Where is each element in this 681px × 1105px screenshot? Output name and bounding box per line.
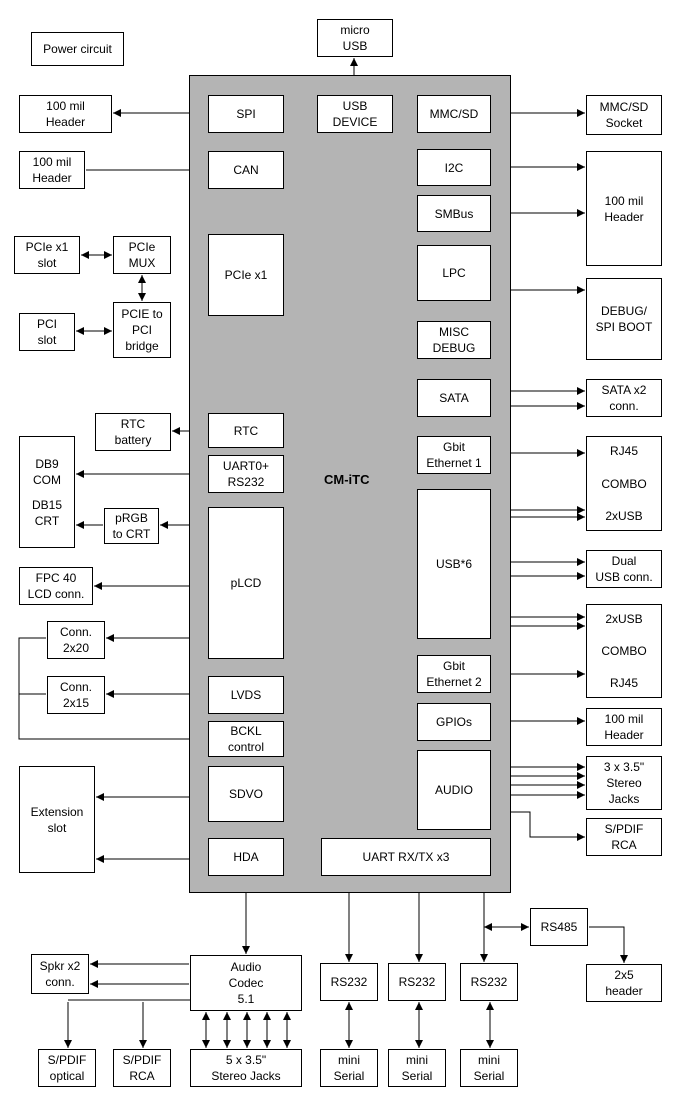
gbit-eth2-box: Gbit Ethernet 2: [417, 655, 491, 693]
plcd-box: pLCD: [208, 507, 284, 659]
header-spi-box: 100 mil Header: [19, 95, 112, 133]
usb-device-box: USB DEVICE: [317, 95, 393, 133]
usb-combo-bottom-line-2: COMBO: [601, 644, 647, 658]
db9-com-label: DB9 COM: [33, 456, 61, 487]
debug-spi-box: DEBUG/ SPI BOOT: [586, 278, 662, 360]
spdif-rca-right-box: S/PDIF RCA: [586, 818, 662, 856]
spdif-rca-bottom-box: S/PDIF RCA: [113, 1049, 171, 1087]
audio-codec-box: Audio Codec 5.1: [190, 955, 302, 1011]
uart0-box: UART0+ RS232: [208, 455, 284, 493]
conn-2x15-box: Conn. 2x15: [47, 676, 105, 714]
rtc-battery-box: RTC battery: [95, 413, 171, 451]
rs232-3-box: RS232: [460, 963, 518, 1001]
smbus-box: SMBus: [417, 195, 491, 232]
rj45-combo-top-line-3: 2xUSB: [605, 509, 643, 523]
power-circuit-box: Power circuit: [31, 32, 124, 66]
spdif-optical-box: S/PDIF optical: [38, 1049, 96, 1087]
usb6-box: USB*6: [417, 489, 491, 639]
sata-box: SATA: [417, 379, 491, 417]
stereo-jacks-bottom-box: 5 x 3.5" Stereo Jacks: [190, 1049, 302, 1087]
db15-crt-label: DB15 CRT: [31, 497, 63, 528]
mini-serial-1-box: mini Serial: [320, 1049, 378, 1087]
rs485-box: RS485: [530, 908, 588, 946]
mmc-sd-box: MMC/SD: [417, 95, 491, 133]
spkr-box: Spkr x2 conn.: [31, 954, 89, 994]
audio-spdif-link: [492, 811, 585, 841]
sata-conn-box: SATA x2 conn.: [586, 379, 662, 417]
i2c-box: I2C: [417, 149, 491, 186]
cm-itc-label: CM-iTC: [324, 472, 370, 487]
pci-slot-box: PCI slot: [19, 313, 75, 351]
header-2x5-box: 2x5 header: [586, 964, 662, 1002]
rtc-box: RTC: [208, 413, 284, 448]
rj45-combo-top-box: RJ45 COMBO 2xUSB: [586, 436, 662, 531]
micro-usb-box: micro USB: [317, 19, 393, 57]
spi-box: SPI: [208, 95, 284, 133]
db9-db15-box: DB9 COM DB15 CRT: [19, 436, 75, 548]
lvds-box: LVDS: [208, 676, 284, 714]
hda-box: HDA: [208, 838, 284, 876]
bckl-box: BCKL control: [208, 721, 284, 757]
rs485-header-link: [589, 926, 628, 963]
misc-debug-box: MISC DEBUG: [417, 321, 491, 359]
fpc40-box: FPC 40 LCD conn.: [19, 567, 93, 605]
dual-usb-box: Dual USB conn.: [586, 550, 662, 588]
rs232-2-box: RS232: [388, 963, 446, 1001]
usb-combo-bottom-line-3: RJ45: [609, 676, 638, 690]
gpios-box: GPIOs: [417, 703, 491, 741]
rj45-combo-top-line-2: COMBO: [601, 476, 647, 491]
pcie-mux-box: PCIe MUX: [113, 236, 171, 274]
usb-combo-bottom-line-1: 2xUSB: [605, 612, 643, 626]
can-box: CAN: [208, 151, 284, 189]
conn-2x20-box: Conn. 2x20: [47, 621, 105, 659]
header-i2c-box: 100 mil Header: [586, 151, 662, 266]
mmc-socket-box: MMC/SD Socket: [586, 95, 662, 135]
pcie-x1-box: PCIe x1: [208, 234, 284, 316]
sdvo-box: SDVO: [208, 766, 284, 822]
stereo-jacks-right-box: 3 x 3.5" Stereo Jacks: [586, 756, 662, 810]
pcie-slot-box: PCIe x1 slot: [14, 236, 80, 274]
header-can-box: 100 mil Header: [19, 151, 85, 189]
usb-combo-bottom-box: 2xUSB COMBO RJ45: [586, 604, 662, 698]
prgb-box: pRGB to CRT: [104, 508, 159, 544]
gbit-eth1-box: Gbit Ethernet 1: [417, 436, 491, 474]
lpc-box: LPC: [417, 245, 491, 301]
bckl-bracket-link: [18, 637, 207, 740]
audio-box: AUDIO: [417, 750, 491, 830]
header-gpio-box: 100 mil Header: [586, 708, 662, 746]
pcie-pci-bridge-box: PCIE to PCI bridge: [113, 302, 171, 358]
uart-rxtx-box: UART RX/TX x3: [321, 838, 491, 876]
mini-serial-2-box: mini Serial: [388, 1049, 446, 1087]
rj45-combo-top-line-1: RJ45: [609, 444, 638, 458]
mini-serial-3-box: mini Serial: [460, 1049, 518, 1087]
extension-slot-box: Extension slot: [19, 766, 95, 873]
rs232-1-box: RS232: [320, 963, 378, 1001]
